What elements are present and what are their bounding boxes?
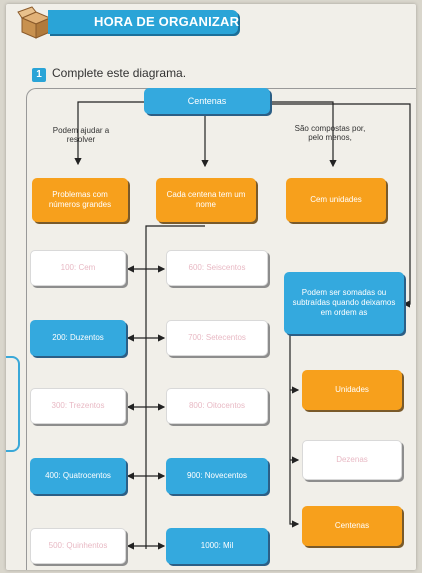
name-box-600: 600: Seiscentos [166,250,268,286]
edge-label-left: Podem ajudar a resolver [52,126,110,144]
diagram-connectors [74,101,411,550]
node-operations: Podem ser somadas ou subtraídas quando d… [284,272,404,334]
node-hundred-units: Cem unidades [286,178,386,222]
section-banner [48,10,238,34]
order-box-hundreds: Centenas [302,506,402,546]
name-box-500: 500: Quinhentos [30,528,126,564]
name-box-900: 900: Novecentos [166,458,268,494]
name-box-800: 800: Oitocentos [166,388,268,424]
name-box-300: 300: Trezentos [30,388,126,424]
name-box-200: 200: Duzentos [30,320,126,356]
node-each-hundred: Cada centena tem um nome [156,178,256,222]
activity-instruction: Complete este diagrama. [52,66,187,80]
name-box-400: 400: Quatrocentos [30,458,126,494]
edge-label-right: São compostas por, pelo menos, [294,124,366,142]
node-problems: Problemas com números grandes [32,178,128,222]
name-box-700: 700: Setecentos [166,320,268,356]
order-box-tens: Dezenas [302,440,402,480]
textbook-page: HORA DE ORGANIZAR 1 Complete este diagra… [6,4,416,570]
node-root: Centenas [144,88,270,114]
activity-number: 1 [32,68,46,82]
section-title: HORA DE ORGANIZAR [94,14,240,29]
order-box-units: Unidades [302,370,402,410]
name-box-1000: 1000: Mil [166,528,268,564]
name-box-100: 100: Cem [30,250,126,286]
box-icon [17,6,52,39]
page-edge-bracket [6,356,20,452]
